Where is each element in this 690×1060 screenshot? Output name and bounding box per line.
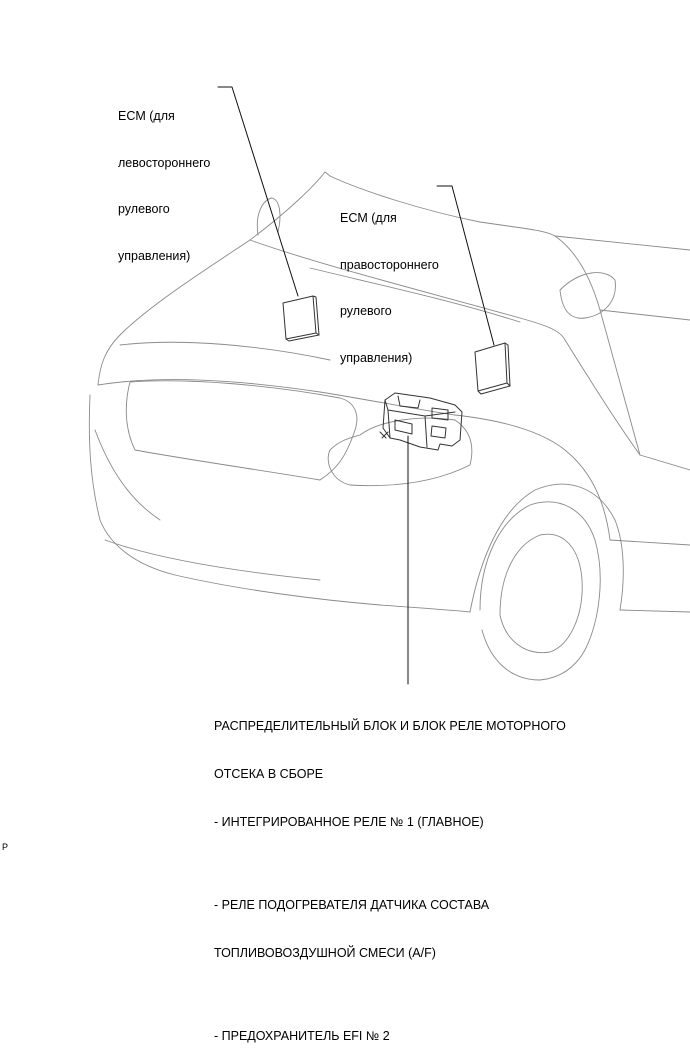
- ecm-rhd-label-line: управления): [340, 350, 413, 365]
- junction-block-label: РАСПРЕДЕЛИТЕЛЬНЫЙ БЛОК И БЛОК РЕЛЕ МОТОР…: [214, 686, 566, 1060]
- junction-block-title-line: ОТСЕКА В СБОРЕ: [214, 767, 324, 781]
- vehicle-outline: [88, 171, 690, 681]
- ecm-rhd-label: ECM (для правостороннего рулевого управл…: [340, 180, 439, 382]
- leader-lines: [217, 86, 495, 685]
- ecm-lhd-label-line: левостороннего: [118, 155, 211, 170]
- ecm-lhd-label-line: управления): [118, 248, 191, 263]
- leader-line-ecm-lhd: [217, 86, 299, 297]
- junction-block-item-relay-main: - ИНТЕГРИРОВАННОЕ РЕЛЕ № 1 (ГЛАВНОЕ): [214, 815, 484, 829]
- junction-block-item-af-heater-relay-cont: ТОПЛИВОВОЗДУШНОЙ СМЕСИ (A/F): [214, 946, 436, 960]
- leader-line-ecm-rhd: [436, 185, 495, 346]
- engine-room-junction-block: [379, 392, 463, 451]
- figure-code: P: [2, 842, 9, 852]
- ecm-rhd-module: [474, 342, 511, 395]
- ecm-lhd-label: ECM (для левостороннего рулевого управле…: [118, 78, 210, 280]
- junction-block-item-efi-fuse: - ПРЕДОХРАНИТЕЛЬ EFI № 2: [214, 1029, 390, 1043]
- ecm-rhd-label-line: правостороннего: [340, 257, 439, 272]
- ecm-rhd-label-line: ECM (для: [340, 211, 397, 225]
- ecm-lhd-module: [282, 295, 320, 342]
- junction-block-item-af-heater-relay: - РЕЛЕ ПОДОГРЕВАТЕЛЯ ДАТЧИКА СОСТАВА: [214, 898, 490, 912]
- vehicle-engine-compartment-drawing: [88, 86, 690, 685]
- ecm-lhd-label-line: рулевого: [118, 202, 170, 216]
- junction-block-title-line: РАСПРЕДЕЛИТЕЛЬНЫЙ БЛОК И БЛОК РЕЛЕ МОТОР…: [214, 719, 566, 733]
- ecm-rhd-label-line: рулевого: [340, 304, 392, 318]
- ecm-lhd-label-line: ECM (для: [118, 109, 175, 123]
